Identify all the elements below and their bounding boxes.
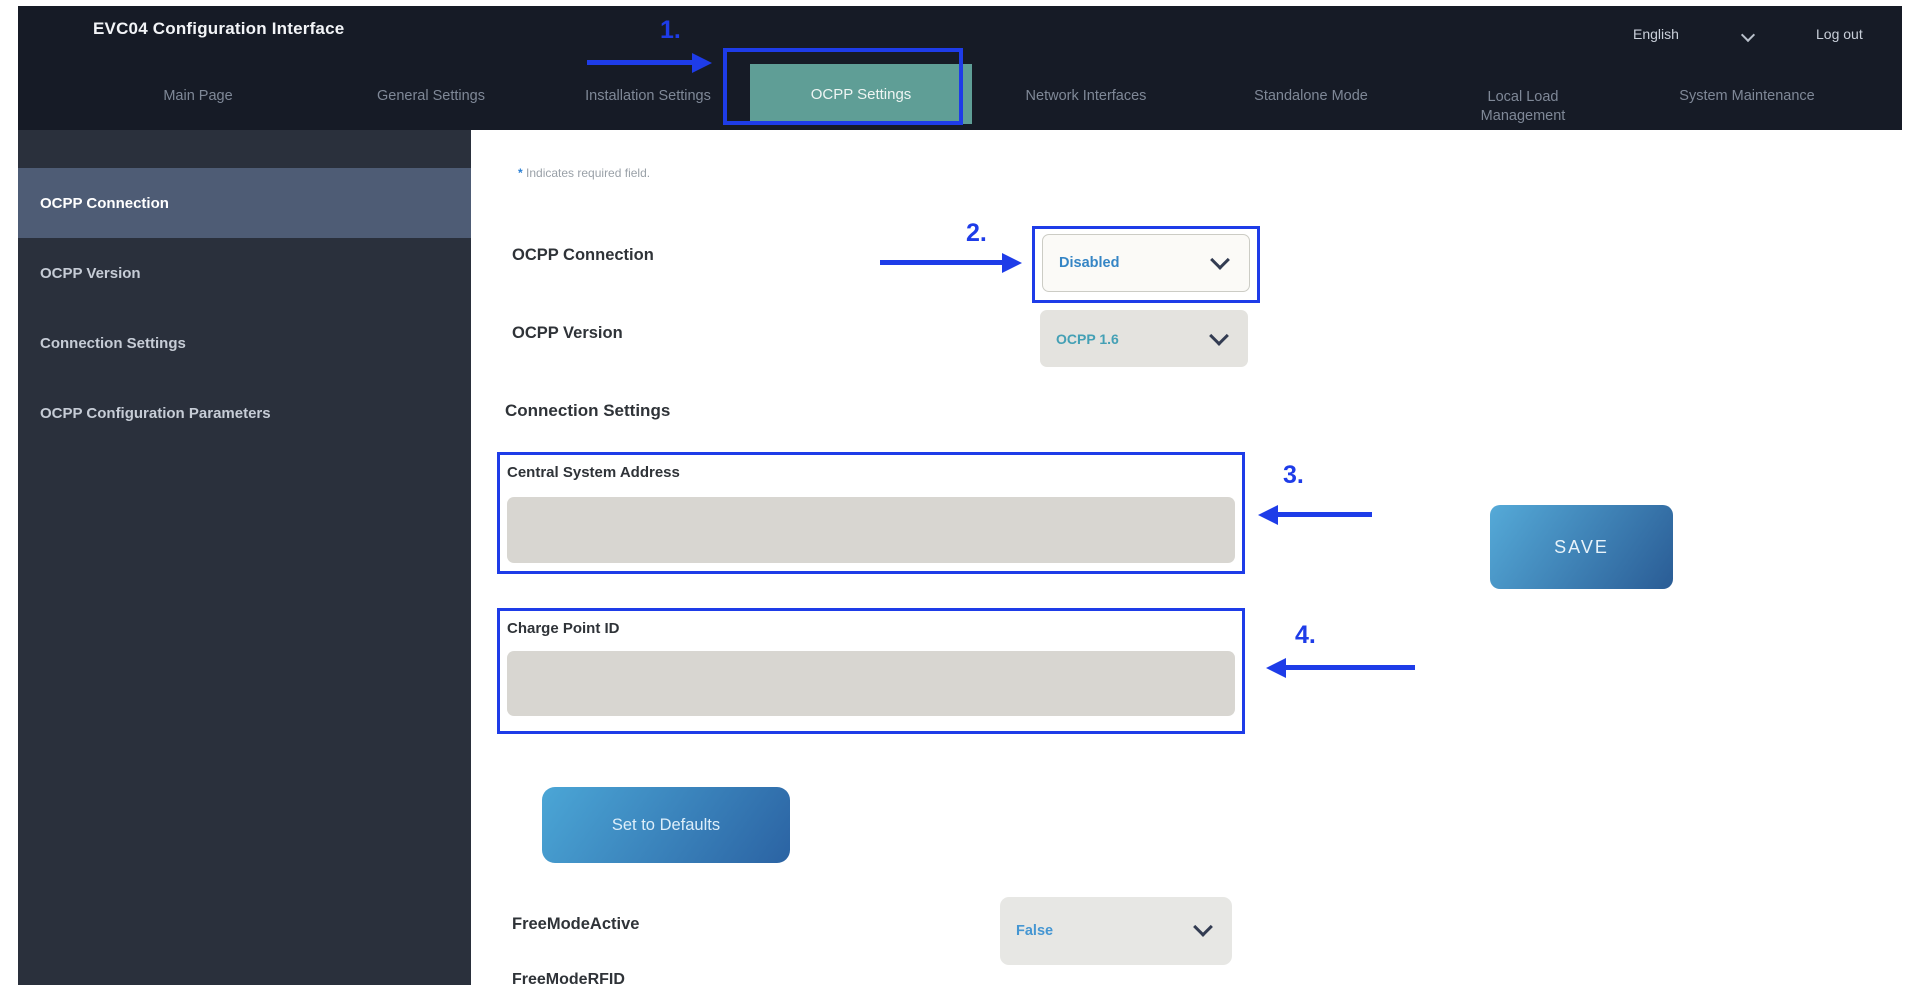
- annotation-number-step4: 4.: [1295, 621, 1316, 649]
- sidebar-item-ocpp-configuration-parameters[interactable]: OCPP Configuration Parameters: [18, 378, 471, 448]
- charge-point-id-input[interactable]: [507, 651, 1235, 716]
- tab-system-maintenance[interactable]: System Maintenance: [1679, 88, 1815, 104]
- language-selector[interactable]: English: [1633, 26, 1679, 42]
- annotation-box-step2: [1032, 226, 1260, 303]
- ocpp-version-value: OCPP 1.6: [1056, 330, 1119, 347]
- required-field-note: * Indicates required field.: [518, 166, 651, 180]
- tab-ocpp-settings[interactable]: OCPP Settings: [750, 64, 972, 124]
- save-button[interactable]: SAVE: [1490, 505, 1673, 589]
- sidebar-item-label: OCPP Connection: [40, 194, 169, 212]
- annotation-arrow-right-icon: [880, 253, 1022, 273]
- tab-general-settings[interactable]: General Settings: [376, 88, 486, 104]
- chevron-down-icon: [1193, 917, 1213, 938]
- tab-network-interfaces[interactable]: Network Interfaces: [1025, 88, 1147, 104]
- free-mode-active-value: False: [1016, 923, 1054, 939]
- annotation-box-step4: [497, 608, 1245, 734]
- ocpp-version-dropdown[interactable]: OCPP 1.6: [1040, 310, 1248, 367]
- annotation-number-step3: 3.: [1283, 461, 1304, 489]
- annotation-arrow-left-icon: [1258, 505, 1372, 525]
- annotation-box-step3: [497, 452, 1245, 574]
- page-title: EVC04 Configuration Interface: [93, 19, 345, 38]
- annotation-arrow-right-icon: [587, 53, 712, 73]
- annotation-number-step2: 2.: [966, 219, 987, 247]
- ocpp-connection-label: OCPP Connection: [512, 246, 654, 264]
- tab-local-load-management[interactable]: Local Load Management: [1480, 89, 1566, 124]
- ocpp-connection-value: Disabled: [1059, 255, 1120, 271]
- tab-ocpp-settings-label: OCPP Settings: [810, 85, 912, 103]
- sidebar-item-label: OCPP Configuration Parameters: [40, 404, 271, 422]
- charge-point-id-label: Charge Point ID: [507, 620, 620, 637]
- sidebar-item-label: Connection Settings: [40, 334, 186, 352]
- free-mode-rfid-label-clipped: FreeModeRFID: [512, 971, 625, 985]
- central-system-address-input[interactable]: [507, 497, 1235, 563]
- ocpp-version-label: OCPP Version: [512, 324, 623, 342]
- sidebar-item-ocpp-connection[interactable]: OCPP Connection: [18, 168, 471, 238]
- logout-button[interactable]: Log out: [1816, 26, 1863, 42]
- chevron-down-icon[interactable]: [1740, 27, 1756, 43]
- annotation-number-step1: 1.: [660, 16, 681, 44]
- free-mode-active-label: FreeModeActive: [512, 915, 640, 933]
- tab-installation-settings[interactable]: Installation Settings: [585, 88, 711, 104]
- sidebar-item-label: OCPP Version: [40, 264, 141, 282]
- set-to-defaults-button[interactable]: Set to Defaults: [542, 787, 790, 863]
- connection-settings-heading: Connection Settings: [505, 401, 671, 420]
- tab-standalone-mode[interactable]: Standalone Mode: [1254, 88, 1368, 104]
- annotation-arrow-left-icon: [1266, 658, 1415, 678]
- sidebar-item-connection-settings[interactable]: Connection Settings: [18, 308, 471, 378]
- ocpp-connection-dropdown[interactable]: Disabled: [1042, 234, 1250, 292]
- central-system-address-label: Central System Address: [507, 464, 680, 481]
- sidebar-item-ocpp-version[interactable]: OCPP Version: [18, 238, 471, 308]
- chevron-down-icon: [1209, 325, 1229, 346]
- required-asterisk: *: [518, 166, 523, 180]
- tab-main-page[interactable]: Main Page: [163, 88, 233, 104]
- sidebar: [18, 130, 471, 985]
- annotation-box-step1: [723, 48, 963, 125]
- free-mode-active-dropdown[interactable]: False: [1000, 897, 1232, 965]
